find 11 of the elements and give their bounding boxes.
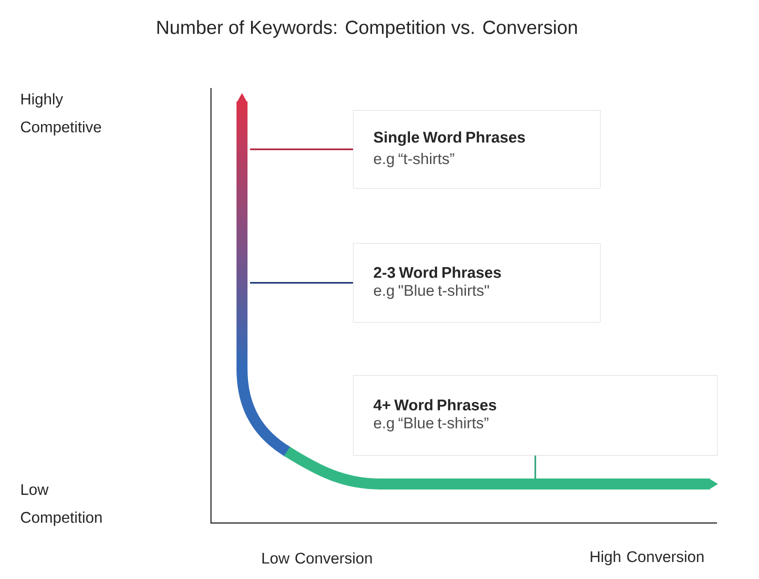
phrase-card: Single Word Phrases e.g “t-shirts” xyxy=(353,110,601,189)
phrase-card: 2-3 Word Phrases e.g "Blue t-shirts" xyxy=(353,243,601,323)
axis-label: Low Conversion xyxy=(262,552,372,564)
axis-label: Highly Competitive xyxy=(21,93,102,136)
leader-line xyxy=(250,282,353,284)
chart-title: Number of Keywords: Competition vs. Conversion xyxy=(157,20,577,38)
leader-line xyxy=(250,148,353,150)
leader-line xyxy=(534,456,536,479)
axis-label: High Conversion xyxy=(590,550,704,566)
axis-label: Low Competition xyxy=(21,484,102,526)
phrase-card: 4+ Word Phrases e.g “Blue t-shirts” xyxy=(353,375,718,456)
